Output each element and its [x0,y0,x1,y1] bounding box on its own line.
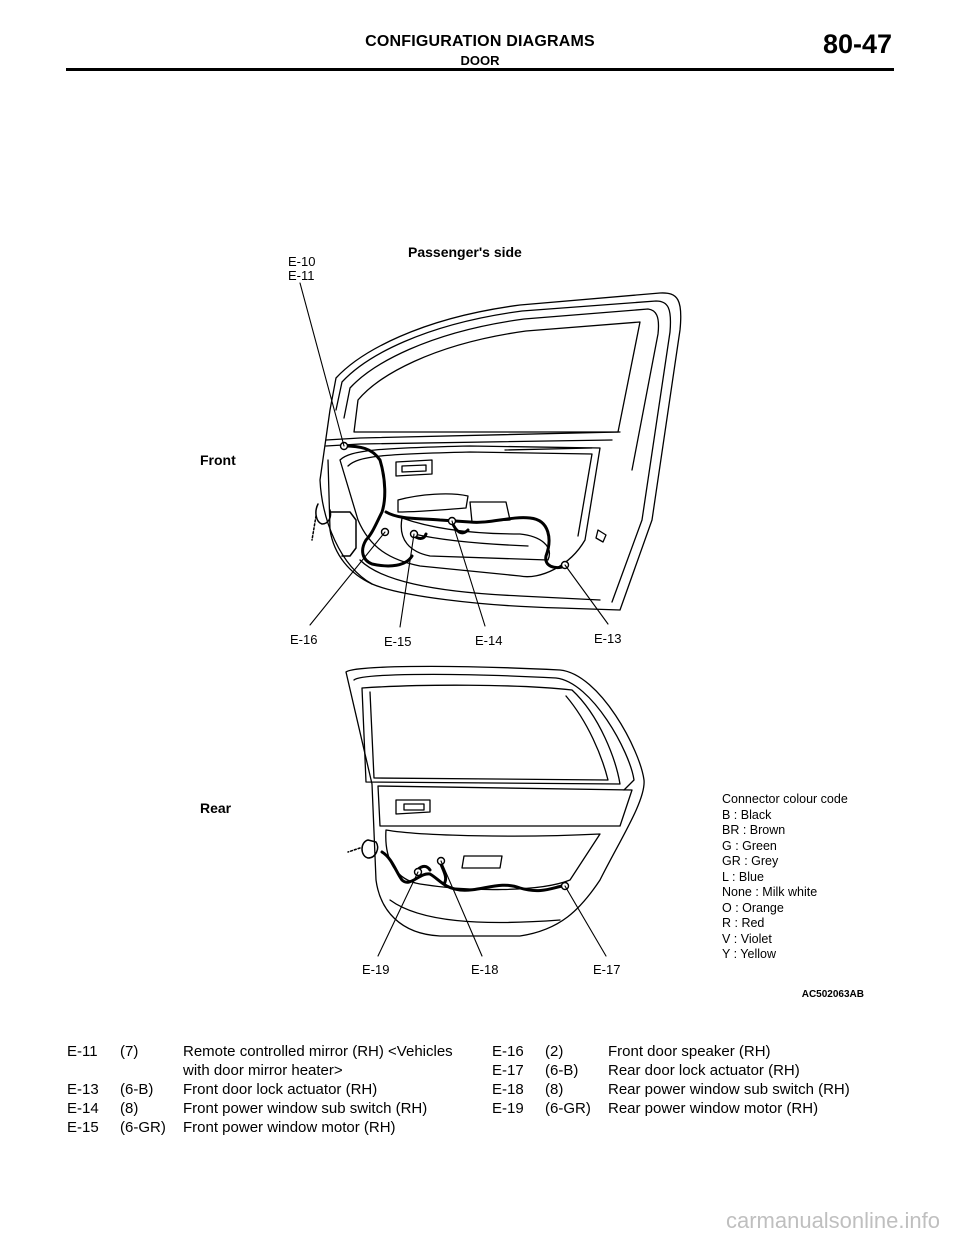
legend-item: L : Blue [722,869,764,884]
side-label: Passenger's side [408,244,522,260]
connector-description: Front door speaker (RH) [608,1043,771,1060]
front-wire-stub [311,503,357,557]
legend-item: R : Red [722,916,765,930]
table-row: E-19 (6-GR) Rear power window motor (RH) [492,1099,898,1118]
table-row: E-16 (2) Front door speaker (RH) [492,1042,898,1061]
table-row: E-14 (8) Front power window sub switch (… [67,1099,479,1118]
connector-code: E-19 [492,1100,524,1117]
rear-label: Rear [200,800,232,816]
connector-colour-legend: Connector colour code B : Black BR : Bro… [722,792,852,963]
connector-description: Remote controlled mirror (RH) <Vehicles … [183,1043,453,1079]
rear-door-drawing [345,665,645,937]
connector-description: Rear power window sub switch (RH) [608,1081,850,1098]
connector-pins: (7) [120,1043,139,1060]
front-connector-marks [339,441,570,570]
connector-label-e11: E-11 [288,268,315,283]
connector-label-e10: E-10 [288,254,316,269]
front-harness [342,444,568,570]
connector-code: E-11 [67,1043,98,1060]
connector-pins: (6-GR) [545,1100,591,1117]
connector-pins: (6-B) [120,1081,154,1098]
table-row: E-17 (6-B) Rear door lock actuator (RH) [492,1061,898,1080]
connector-code: E-17 [492,1062,524,1079]
connector-description: Front door lock actuator (RH) [183,1081,378,1098]
connector-description: Rear door lock actuator (RH) [608,1062,800,1079]
connector-code: E-15 [67,1119,99,1136]
legend-item: GR : Grey [722,854,779,868]
connector-pins: (8) [545,1081,564,1098]
front-label: Front [200,452,236,468]
connector-label-e16: E-16 [290,632,318,647]
connector-table-right: E-16 (2) Front door speaker (RH) E-17 (6… [492,1042,898,1118]
legend-item: V : Violet [722,931,772,946]
connector-label-e18: E-18 [471,962,499,977]
rear-wire-stub [347,839,379,859]
connector-description: Front power window sub switch (RH) [183,1100,428,1117]
table-row: E-15 (6-GR) Front power window motor (RH… [67,1118,479,1137]
connector-description: Front power window motor (RH) [183,1119,396,1136]
connector-description: Rear power window motor (RH) [608,1100,819,1117]
legend-item: BR : Brown [722,823,786,837]
legend-item: None : Milk white [722,885,818,899]
watermark: carmanualsonline.info [725,1208,940,1233]
legend-item: O : Orange [722,900,784,915]
connector-code: E-18 [492,1081,524,1098]
connector-pins: (6-GR) [120,1119,166,1136]
connector-code: E-16 [492,1043,524,1060]
header-rule [66,68,894,71]
connector-label-e14: E-14 [475,633,503,648]
connector-code: E-13 [67,1081,99,1098]
legend-item: B : Black [722,807,772,822]
connector-pins: (8) [120,1100,139,1117]
page-number: 80-47 [822,29,892,59]
connector-table-left: E-11 (7) Remote controlled mirror (RH) <… [67,1042,479,1137]
connector-label-e15: E-15 [384,634,412,649]
legend-item: G : Green [722,838,777,853]
rear-leader-lines [377,860,607,957]
rear-connector-marks [413,856,570,891]
connector-label-e17: E-17 [593,962,621,977]
section-subtitle: DOOR [460,53,500,68]
figure-id: AC502063AB [801,989,864,1000]
legend-item: Y : Yellow [722,947,776,961]
front-leader-lines [299,282,609,628]
table-row: E-13 (6-B) Front door lock actuator (RH) [67,1080,479,1099]
legend-title: Connector colour code [722,792,848,806]
connector-pins: (2) [545,1043,564,1060]
connector-pins: (6-B) [545,1062,579,1079]
section-title: CONFIGURATION DIAGRAMS [365,33,595,50]
table-row: E-11 (7) Remote controlled mirror (RH) <… [67,1042,479,1080]
table-row: E-18 (8) Rear power window sub switch (R… [492,1080,898,1099]
connector-label-e13: E-13 [594,631,622,646]
connector-label-e19: E-19 [362,962,390,977]
rear-harness [380,850,564,893]
front-door-drawing [319,292,682,611]
connector-code: E-14 [67,1100,99,1117]
